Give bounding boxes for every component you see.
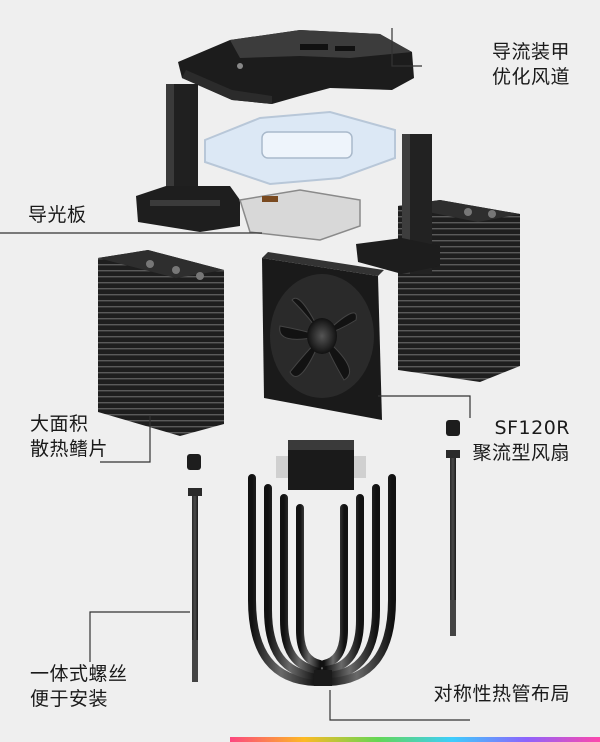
label-screws: 一体式螺丝 便于安装 <box>30 662 128 712</box>
label-heatpipes-line1: 对称性热管布局 <box>433 683 570 705</box>
label-heatpipes: 对称性热管布局 <box>433 682 570 707</box>
shroud-cover <box>178 30 414 104</box>
cpu-base <box>276 440 366 490</box>
left-bracket <box>136 84 240 232</box>
mounting-screw-left <box>187 454 202 682</box>
heatpipes <box>248 474 396 686</box>
label-fan-line2: 聚流型风扇 <box>472 442 570 464</box>
mounting-plate <box>239 189 361 241</box>
label-shroud-line1: 导流装甲 <box>491 41 570 63</box>
left-fin-stack <box>98 250 224 436</box>
label-light-guide: 导光板 <box>28 203 87 228</box>
leader-lines <box>0 28 471 721</box>
leader-fins <box>100 416 151 463</box>
label-fins-line1: 大面积 <box>30 413 89 435</box>
heatpipe-base-plate <box>314 670 332 686</box>
label-shroud-line2: 优化风道 <box>491 66 570 88</box>
label-fins: 大面积 散热鳍片 <box>30 412 108 462</box>
mounting-screw-right <box>446 420 460 636</box>
light-guide-plate <box>204 110 396 186</box>
leader-screws <box>89 611 190 662</box>
label-screws-line1: 一体式螺丝 <box>30 663 128 685</box>
label-light-guide-line1: 导光板 <box>28 204 87 226</box>
label-shroud: 导流装甲 优化风道 <box>492 40 570 90</box>
leader-heatpipes <box>329 690 470 721</box>
rgb-light-strip <box>230 737 600 742</box>
label-fan-line1: SF120R <box>494 417 570 439</box>
leader-shroud <box>391 28 422 67</box>
label-screws-line2: 便于安装 <box>30 688 109 710</box>
label-fins-line2: 散热鳍片 <box>30 438 109 460</box>
leader-fan <box>378 395 471 418</box>
fan-sf120r <box>262 252 384 420</box>
right-fin-stack <box>356 134 520 382</box>
label-fan: SF120R 聚流型风扇 <box>472 416 570 466</box>
